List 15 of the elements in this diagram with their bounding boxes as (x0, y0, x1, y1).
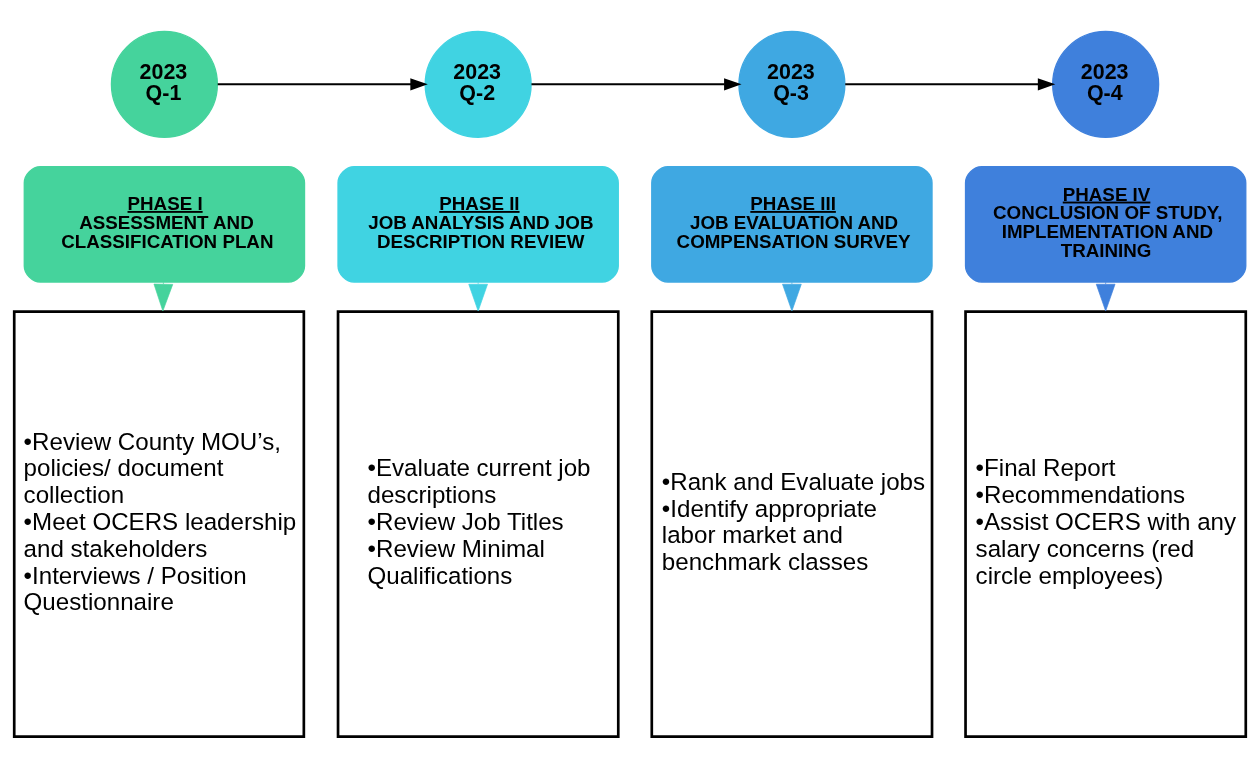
arrow (845, 78, 1056, 91)
arrow (782, 282, 802, 312)
arrow (153, 283, 174, 312)
arrow (1095, 283, 1116, 312)
node-circle: 2023 Q-4 (1052, 30, 1160, 138)
node-circle: 2023 Q-1 (110, 30, 219, 138)
arrow (217, 78, 428, 91)
node-box: •Rank and Evaluate jobs •Identify appropriate labor market and benchmark classes (650, 310, 934, 738)
node-circle: 2023 Q-3 (738, 30, 846, 138)
node-box: •Evaluate current job descriptions •Review Job Titles •Review Minimal Qualifications (336, 310, 620, 738)
node-box: •Review County MOU’s, policies/ document collection •Meet OCERS leadership and stakeholders •Interviews / Position Questionnaire (12, 310, 306, 738)
arrow (531, 78, 742, 91)
node-box: •Final Report •Recommendations •Assist OCERS with any salary concerns (red circle employees) (964, 310, 1248, 738)
node-circle: 2023 Q-2 (424, 30, 532, 138)
arrow (468, 282, 488, 312)
